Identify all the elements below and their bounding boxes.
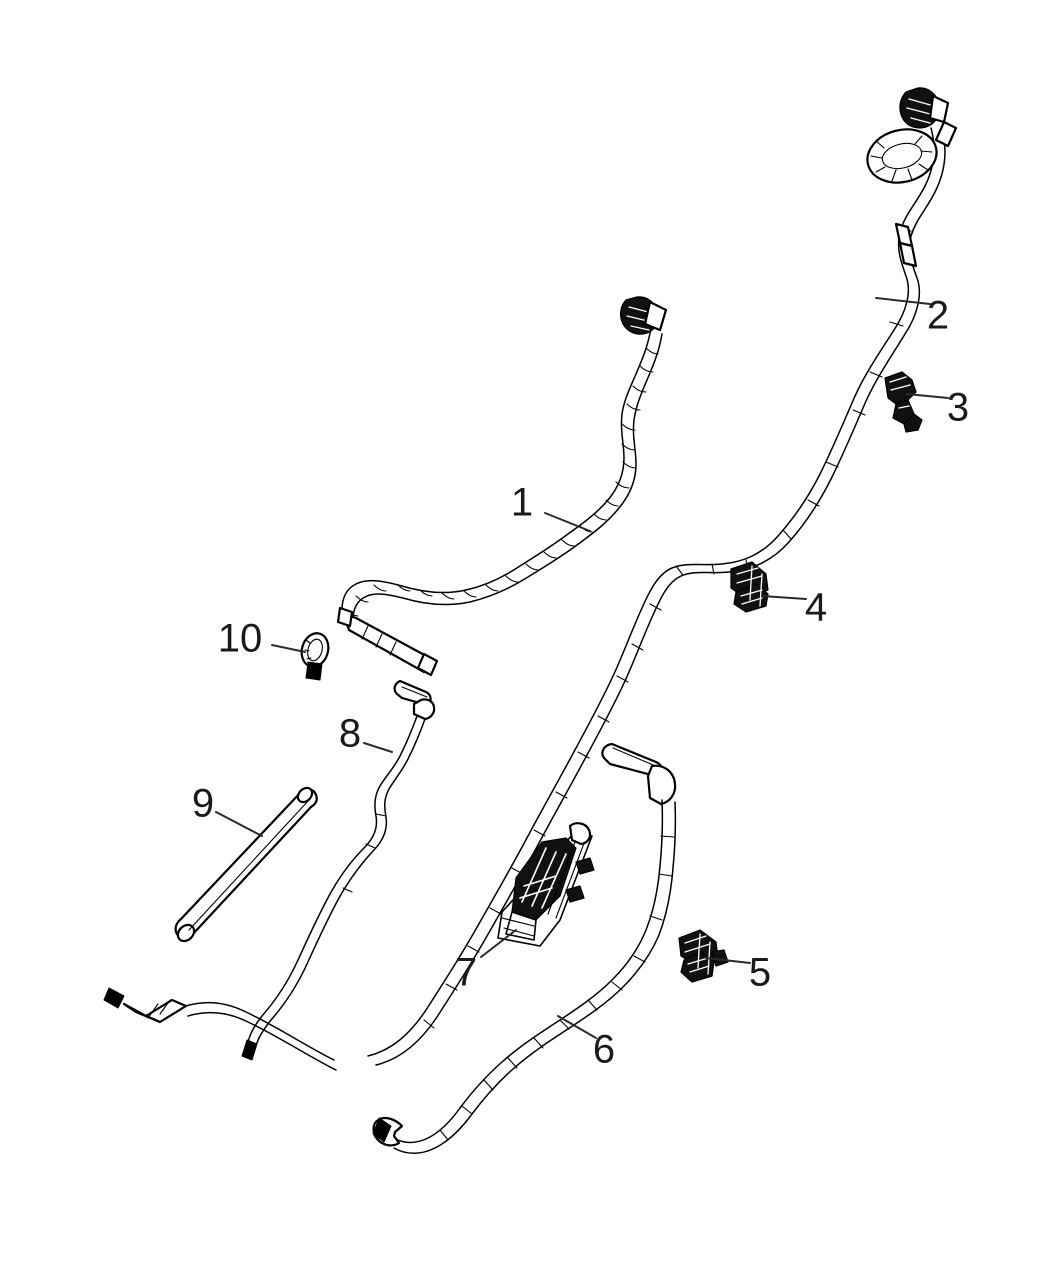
leader-line-7: [480, 929, 517, 958]
callout-label-10: 10: [218, 617, 263, 661]
leader-line-2: [875, 297, 931, 305]
callout-label-2: 2: [927, 294, 949, 338]
callout-label-9: 9: [192, 782, 214, 826]
leader-line-1: [544, 512, 591, 532]
leader-line-8: [363, 742, 393, 753]
part-9-straight-tube: [174, 786, 318, 943]
part-2-long-fuel-line: [367, 87, 958, 1066]
part-8-small-vapor-tube: [241, 679, 436, 1061]
part-1-fuel-supply-line: [336, 296, 668, 677]
part-6-fuel-return-hose: [372, 742, 677, 1154]
part-2-coil-loop: [866, 128, 938, 184]
callout-labels: 1 2 3 4 5 6 7 8 9 10: [192, 294, 969, 1072]
part-1-quick-connect-fitting: [620, 296, 668, 335]
leader-line-3: [906, 393, 949, 399]
callout-label-3: 3: [947, 386, 969, 430]
leader-line-5: [705, 957, 751, 964]
part-3-retainer-clip: [884, 371, 923, 433]
leader-line-4: [761, 595, 807, 600]
callout-label-1: 1: [511, 481, 533, 525]
callout-label-8: 8: [339, 712, 361, 756]
callout-label-6: 6: [593, 1028, 615, 1072]
callout-label-4: 4: [805, 586, 827, 630]
callout-leaders: [215, 297, 949, 1039]
part-5-retainer-clip-multi: [678, 929, 729, 983]
callout-label-7: 7: [455, 951, 477, 995]
leader-line-6: [557, 1015, 597, 1039]
part-1-end-fitting: [336, 606, 439, 677]
leader-line-9: [215, 811, 263, 837]
leader-line-10: [271, 644, 306, 653]
part-10-hose-clamp: [300, 632, 330, 681]
line-end-fittings-lower-left: [103, 987, 337, 1071]
part-7-line-bracket: [497, 822, 595, 947]
part-2-quick-connect-fitting: [899, 87, 958, 148]
callout-label-5: 5: [749, 951, 771, 995]
part-4-retainer-clip-multi: [730, 561, 769, 613]
